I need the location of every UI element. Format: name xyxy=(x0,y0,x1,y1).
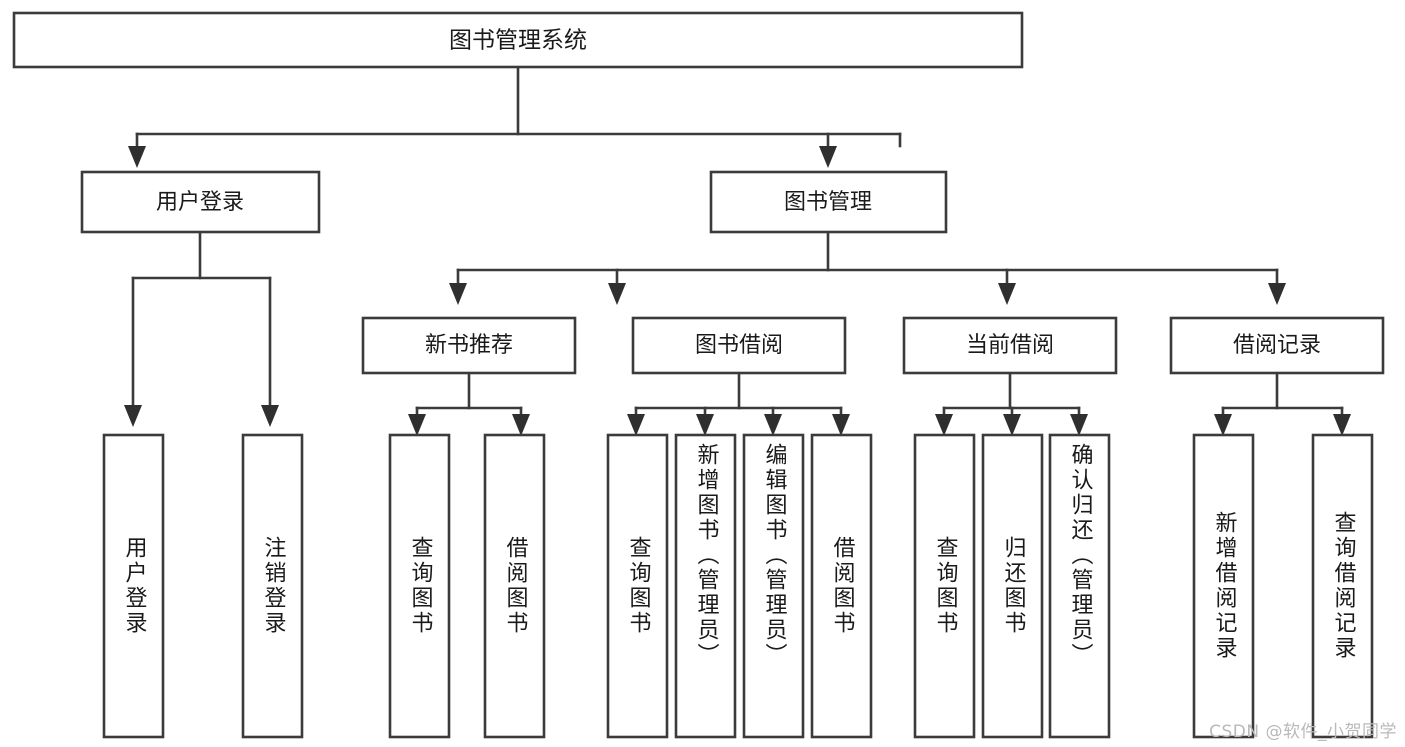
leaf-user-login-logout-label-wrap: 注销登录 xyxy=(260,536,286,636)
leaf-current-borrow-confirm[interactable]: 确认归还（管理员） xyxy=(1048,433,1111,739)
leaf-borrow-record-query[interactable]: 查询借阅记录 xyxy=(1311,433,1374,739)
leaf-borrow-record-add-box[interactable] xyxy=(1192,433,1255,739)
leaf-user-login-login-box[interactable] xyxy=(102,433,165,739)
node-root[interactable]: 图书管理系统 xyxy=(12,11,1024,69)
leaf-new-book-query-box[interactable] xyxy=(388,433,451,739)
leaf-borrow-record-query-label-wrap: 查询借阅记录 xyxy=(1330,511,1356,661)
leaf-book-borrow-edit-label: 编辑图书（管理员） xyxy=(761,443,787,668)
node-user-login-box[interactable] xyxy=(80,170,321,234)
leaf-book-borrow-query-box[interactable] xyxy=(606,433,669,739)
node-user-login-label: 用户登录 xyxy=(156,190,244,215)
arrow-icon-to-leaf-userlogin-1 xyxy=(124,405,142,427)
arrow-icon-to-leaf-userlogin-2 xyxy=(261,405,279,427)
leaf-current-borrow-query-box[interactable] xyxy=(913,433,976,739)
node-book-management[interactable]: 图书管理 xyxy=(709,170,948,234)
leaf-user-login-logout-box[interactable] xyxy=(241,433,304,739)
node-new-book-recommend-box[interactable] xyxy=(361,316,577,375)
arrow-icon-to-leaf-bookborrow-3 xyxy=(764,414,782,436)
node-book-borrow-box[interactable] xyxy=(631,316,847,375)
leaf-book-borrow-borrow-label: 借阅图书 xyxy=(829,536,855,636)
leaf-user-login-login-label: 用户登录 xyxy=(121,536,147,636)
node-current-borrow-box[interactable] xyxy=(902,316,1118,375)
node-current-borrow[interactable]: 当前借阅 xyxy=(902,316,1118,375)
arrow-icon-to-leaf-newbook-1 xyxy=(408,414,426,436)
leaf-new-book-query-label-wrap: 查询图书 xyxy=(407,536,433,636)
leaf-book-borrow-borrow[interactable]: 借阅图书 xyxy=(810,433,873,739)
arrow-icon-to-leaf-newbook-2 xyxy=(512,414,530,436)
leaf-borrow-record-add[interactable]: 新增借阅记录 xyxy=(1192,433,1255,739)
arrow-icon-to-leaf-borrowrecord-1 xyxy=(1214,414,1232,436)
leaf-current-borrow-confirm-box[interactable] xyxy=(1048,433,1111,739)
leaf-user-login-logout[interactable]: 注销登录 xyxy=(241,433,304,739)
node-borrow-record-label: 借阅记录 xyxy=(1233,333,1321,358)
leaf-new-book-borrow-box[interactable] xyxy=(483,433,546,739)
node-current-borrow-label: 当前借阅 xyxy=(966,333,1054,358)
node-root-box[interactable] xyxy=(12,11,1024,69)
arrow-icon-to-leaf-borrowrecord-2 xyxy=(1333,414,1351,436)
leaf-new-book-borrow[interactable]: 借阅图书 xyxy=(483,433,546,739)
leaf-current-borrow-confirm-label-wrap: 确认归还（管理员） xyxy=(1067,443,1093,668)
node-root-label: 图书管理系统 xyxy=(449,28,587,54)
arrow-icon-to-leaf-currentborrow-2 xyxy=(1003,414,1021,436)
leaf-borrow-record-add-label-wrap: 新增借阅记录 xyxy=(1211,511,1237,661)
arrow-icon-to-leaf-currentborrow-3 xyxy=(1070,414,1088,436)
leaf-new-book-borrow-label-wrap: 借阅图书 xyxy=(502,536,528,636)
leaf-book-borrow-edit-box[interactable] xyxy=(742,433,805,739)
leaf-current-borrow-query[interactable]: 查询图书 xyxy=(913,433,976,739)
arrow-icon-to-currentborrow xyxy=(998,283,1016,305)
leaf-book-borrow-query-label: 查询图书 xyxy=(625,536,651,636)
leaf-book-borrow-query-label-wrap: 查询图书 xyxy=(625,536,651,636)
leaf-borrow-record-add-label: 新增借阅记录 xyxy=(1211,511,1237,661)
leaf-book-borrow-add-box[interactable] xyxy=(674,433,737,739)
node-new-book-recommend-label: 新书推荐 xyxy=(425,333,513,358)
leaf-current-borrow-return-label-wrap: 归还图书 xyxy=(1000,536,1026,636)
leaf-new-book-borrow-label: 借阅图书 xyxy=(502,536,528,636)
node-book-management-box[interactable] xyxy=(709,170,948,234)
leaf-book-borrow-add-label: 新增图书（管理员） xyxy=(693,443,719,668)
arrow-icon-to-leaf-currentborrow-1 xyxy=(935,414,953,436)
leaf-current-borrow-return[interactable]: 归还图书 xyxy=(981,433,1044,739)
arrow-icon-to-bookmgmt xyxy=(819,146,837,168)
leaf-current-borrow-return-box[interactable] xyxy=(981,433,1044,739)
leaf-book-borrow-edit[interactable]: 编辑图书（管理员） xyxy=(742,433,805,739)
leaf-book-borrow-borrow-box[interactable] xyxy=(810,433,873,739)
arrow-icon-to-userlogin xyxy=(128,146,146,168)
arrow-icon-to-leaf-bookborrow-2 xyxy=(696,414,714,436)
node-book-borrow[interactable]: 图书借阅 xyxy=(631,316,847,375)
leaf-current-borrow-query-label-wrap: 查询图书 xyxy=(932,536,958,636)
leaf-new-book-query-label: 查询图书 xyxy=(407,536,433,636)
node-book-management-label: 图书管理 xyxy=(784,190,872,215)
arrow-icon-to-borrowrecord xyxy=(1268,283,1286,305)
leaf-user-login-logout-label: 注销登录 xyxy=(260,536,286,636)
node-borrow-record-box[interactable] xyxy=(1169,316,1385,375)
leaf-current-borrow-query-label: 查询图书 xyxy=(932,536,958,636)
leaf-book-borrow-add[interactable]: 新增图书（管理员） xyxy=(674,433,737,739)
leaf-user-login-login-label-wrap: 用户登录 xyxy=(121,536,147,636)
arrow-icon-to-leaf-bookborrow-1 xyxy=(627,414,645,436)
arrow-icon-to-bookborrow xyxy=(608,283,626,305)
leaf-book-borrow-add-label-wrap: 新增图书（管理员） xyxy=(693,443,719,668)
node-new-book-recommend[interactable]: 新书推荐 xyxy=(361,316,577,375)
leaf-borrow-record-query-label: 查询借阅记录 xyxy=(1330,511,1356,661)
leaf-borrow-record-query-box[interactable] xyxy=(1311,433,1374,739)
connectors xyxy=(131,65,1344,416)
arrow-icon-to-leaf-bookborrow-4 xyxy=(832,414,850,436)
leaf-book-borrow-query[interactable]: 查询图书 xyxy=(606,433,669,739)
arrow-icon-to-newbook xyxy=(449,283,467,305)
leaf-current-borrow-return-label: 归还图书 xyxy=(1000,536,1026,636)
leaf-book-borrow-edit-label-wrap: 编辑图书（管理员） xyxy=(761,443,787,668)
leaf-new-book-query[interactable]: 查询图书 xyxy=(388,433,451,739)
leaf-book-borrow-borrow-label-wrap: 借阅图书 xyxy=(829,536,855,636)
node-user-login[interactable]: 用户登录 xyxy=(80,170,321,234)
leaf-user-login-login[interactable]: 用户登录 xyxy=(102,433,165,739)
leaf-current-borrow-confirm-label: 确认归还（管理员） xyxy=(1067,443,1093,668)
node-book-borrow-label: 图书借阅 xyxy=(695,333,783,358)
node-borrow-record[interactable]: 借阅记录 xyxy=(1169,316,1385,375)
